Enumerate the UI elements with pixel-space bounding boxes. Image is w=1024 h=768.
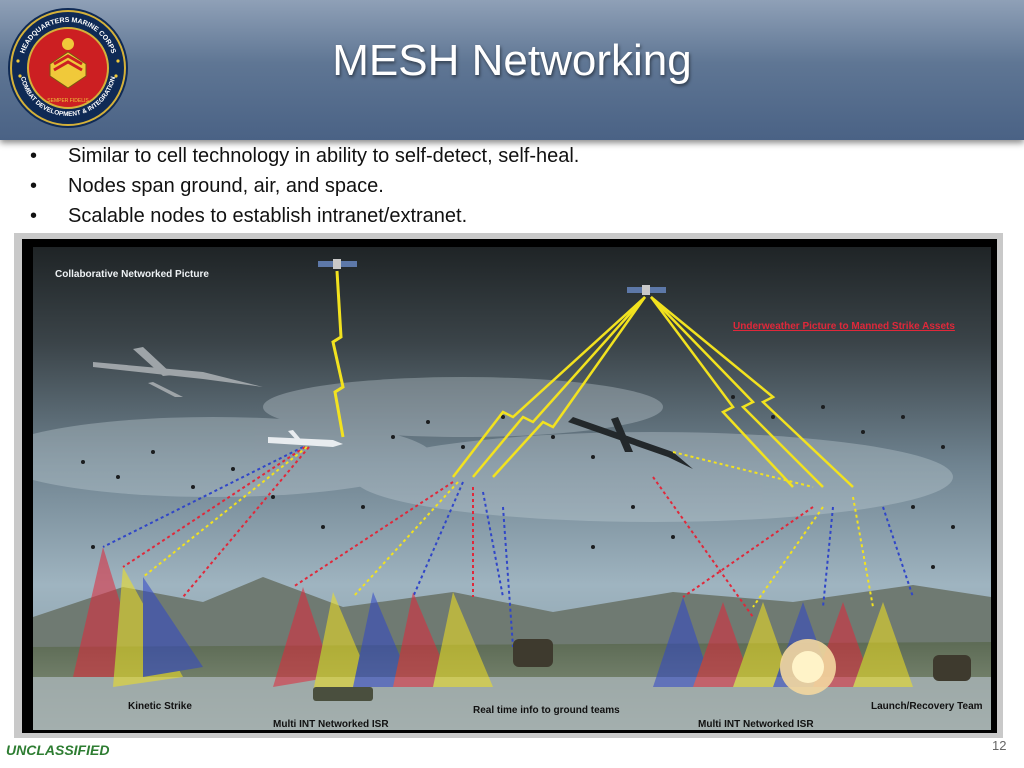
bullet-marker: • — [30, 145, 38, 167]
bullet-marker: • — [30, 175, 38, 197]
mesh-network-illustration: Collaborative Networked Picture Underwea… — [33, 247, 991, 730]
lightning-link-icon — [452, 296, 854, 488]
bullet-text: Similar to cell technology in ability to… — [68, 145, 580, 167]
label-isr-right: Multi INT Networked ISR — [698, 719, 814, 730]
bullet-item: • Nodes span ground, air, and space. — [30, 171, 579, 201]
marine-corps-seal: SEMPER FIDELIS HEADQUARTERS MARINE CORPS… — [8, 8, 128, 128]
page-number: 12 — [992, 738, 1007, 753]
seal-motto: SEMPER FIDELIS — [47, 98, 89, 104]
figure-frame: Collaborative Networked Picture Underwea… — [14, 233, 1003, 738]
satellite-icon — [318, 259, 357, 269]
bullet-text: Scalable nodes to establish intranet/ext… — [68, 205, 468, 227]
bullet-item: • Similar to cell technology in ability t… — [30, 141, 579, 171]
bullet-marker: • — [30, 205, 38, 227]
soldier-icon — [513, 639, 971, 681]
slide-header — [0, 0, 1024, 140]
cargo-aircraft-icon — [568, 417, 693, 469]
label-launch-recovery: Launch/Recovery Team — [871, 701, 983, 712]
lightning-link-icon — [331, 270, 345, 438]
label-isr-left: Multi INT Networked ISR — [273, 719, 389, 730]
label-realtime-info: Real time info to ground teams — [473, 705, 620, 716]
bullet-item: • Scalable nodes to establish intranet/ex… — [30, 201, 579, 231]
classification-label: UNCLASSIFIED — [6, 742, 110, 758]
uav-icon — [268, 430, 343, 447]
label-collaborative-picture: Collaborative Networked Picture — [55, 269, 209, 280]
cargo-aircraft-icon — [93, 347, 263, 397]
uav-swarm — [81, 395, 955, 569]
figure-border: Collaborative Networked Picture Underwea… — [22, 239, 997, 733]
sensor-coverage-cones — [73, 547, 913, 692]
slide-title: MESH Networking — [332, 36, 692, 85]
bullet-text: Nodes span ground, air, and space. — [68, 175, 384, 197]
label-underweather-picture: Underweather Picture to Manned Strike As… — [733, 321, 955, 332]
satellite-icon — [627, 285, 666, 295]
explosion-icon — [780, 639, 836, 695]
label-kinetic-strike: Kinetic Strike — [128, 701, 192, 712]
ground-vehicle-icon — [313, 687, 373, 701]
bullet-list: • Similar to cell technology in ability t… — [30, 141, 579, 231]
